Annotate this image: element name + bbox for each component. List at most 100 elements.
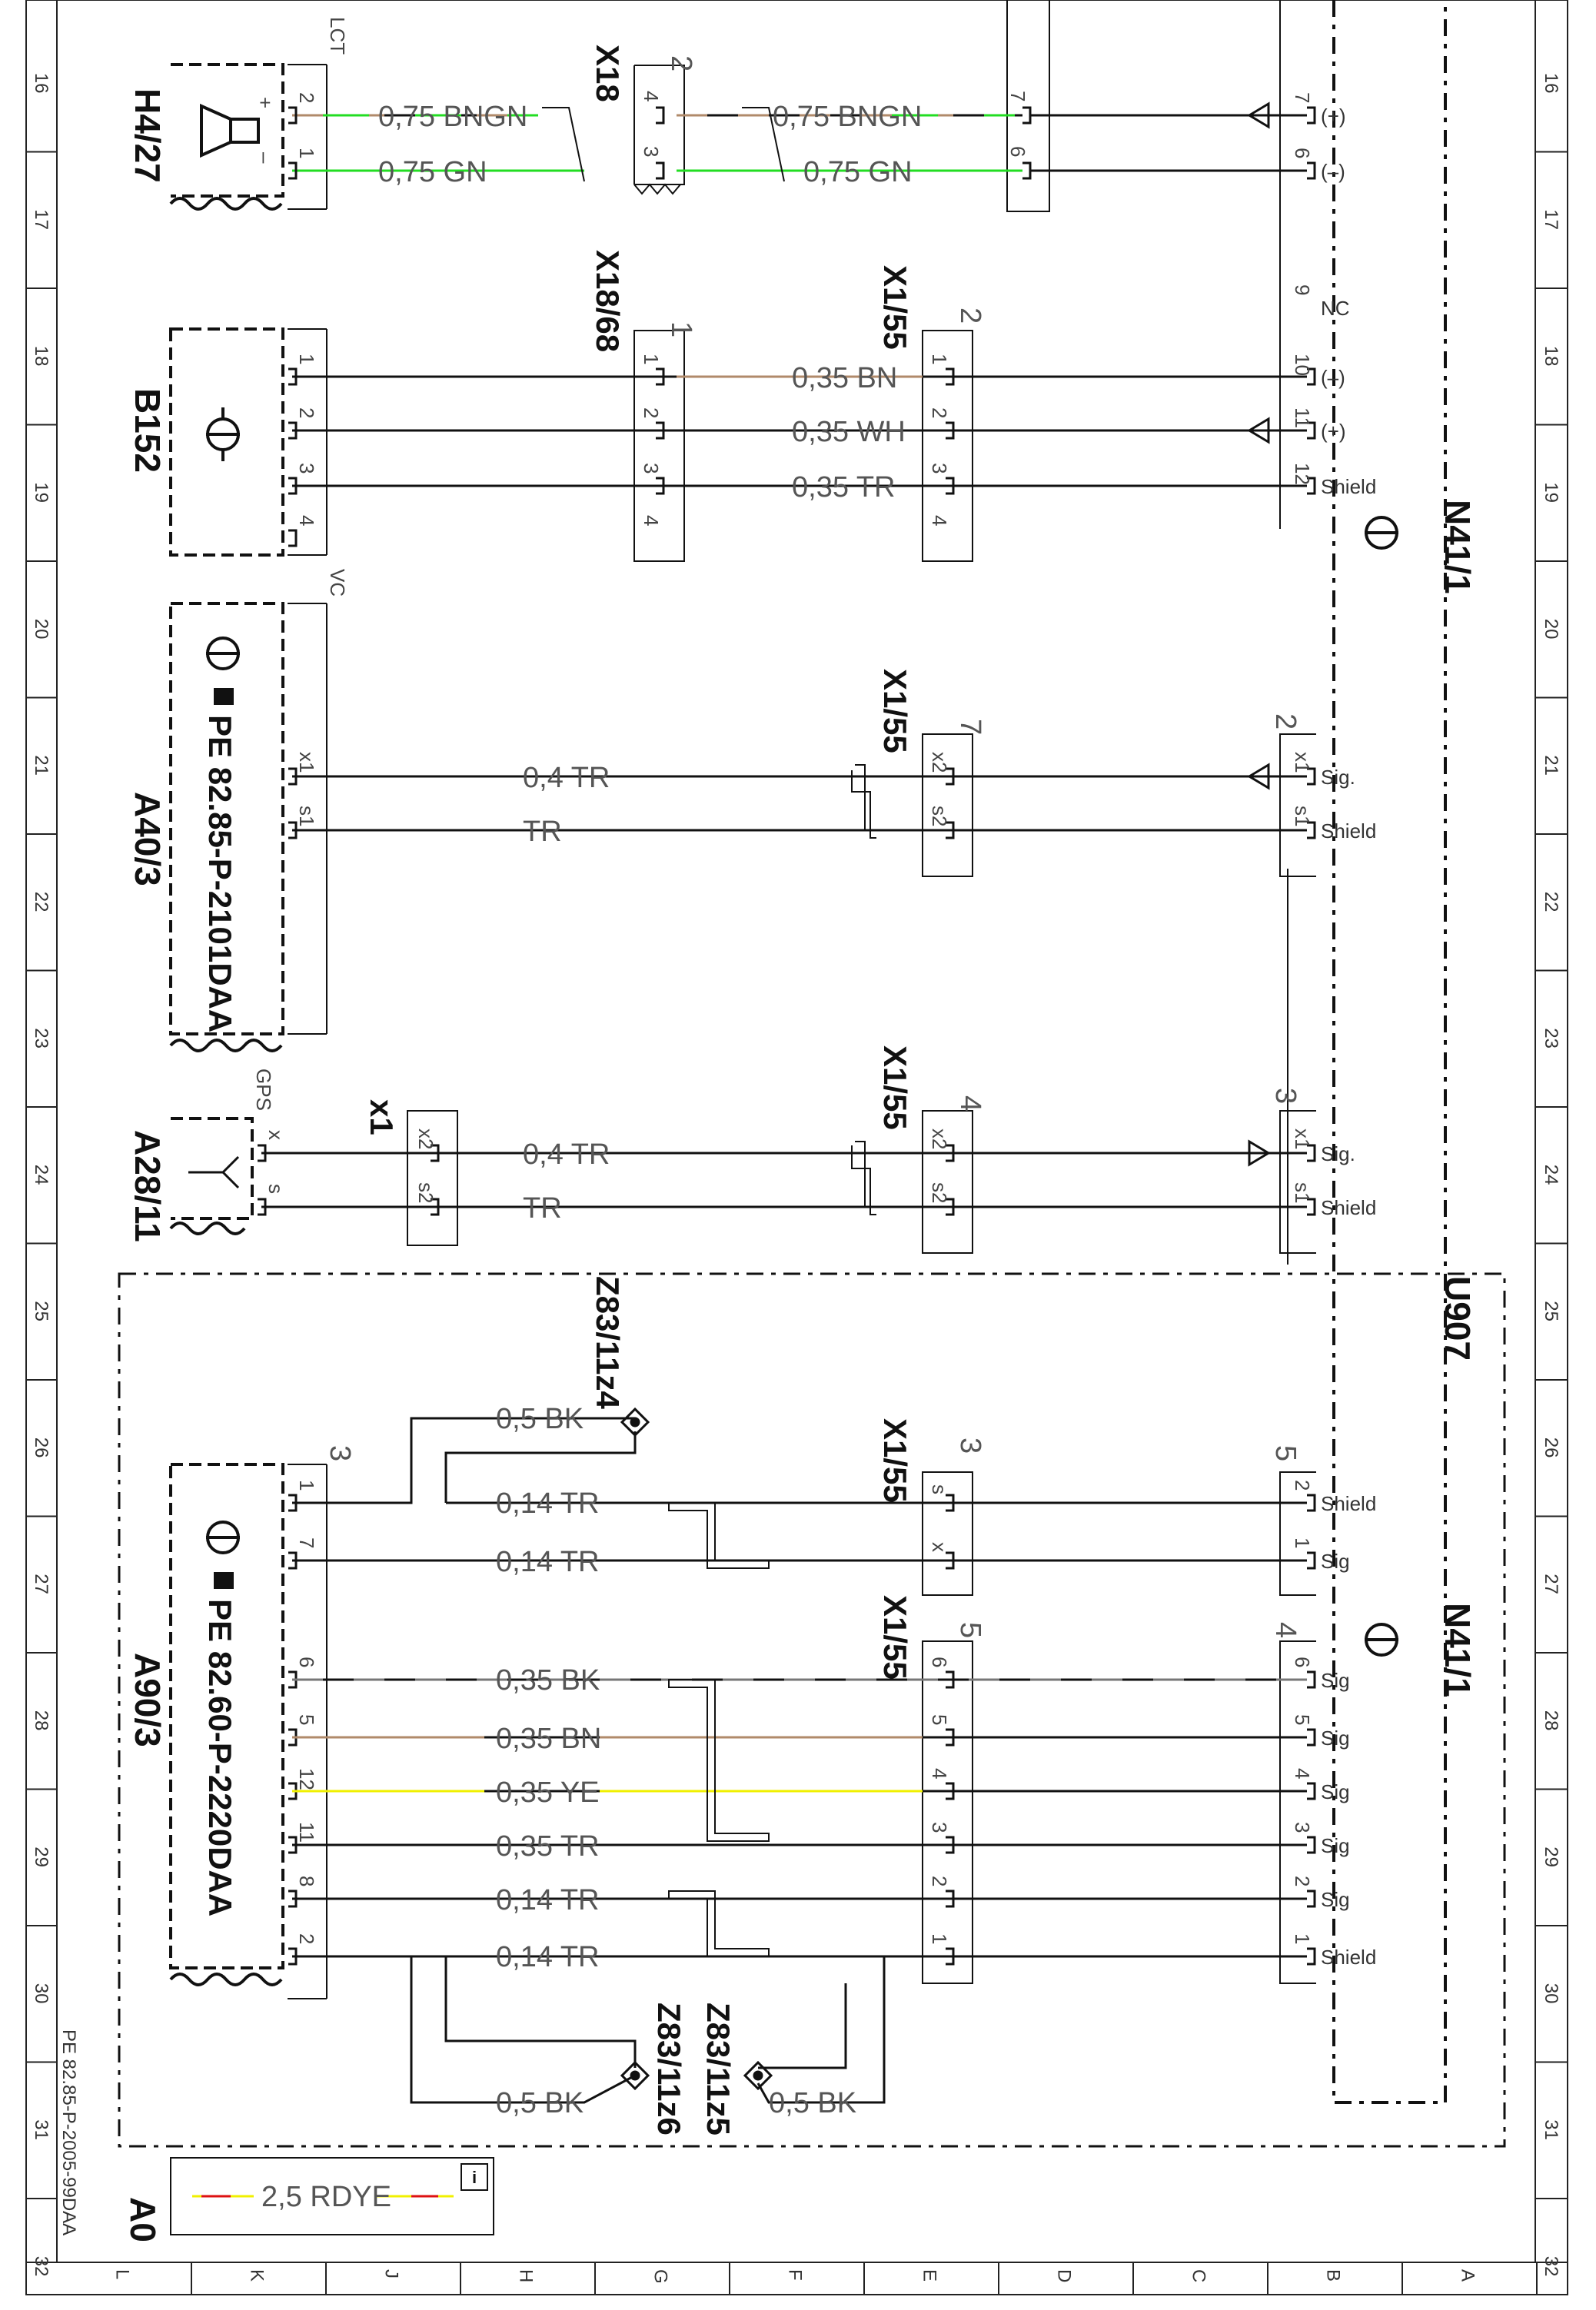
pin-label: 2 <box>928 407 951 418</box>
signal-label: NC <box>1321 297 1350 320</box>
x1-label: x1 <box>364 1099 400 1135</box>
grid-row-label-right: 22 <box>1541 892 1561 912</box>
grid-row-label-right: 24 <box>1541 1165 1561 1185</box>
grid-row-label-left: 31 <box>31 2119 52 2140</box>
pin-label: x <box>264 1130 288 1140</box>
grid-row-label-left: 30 <box>31 1983 52 2004</box>
signal-label: Sig. <box>1321 1142 1355 1165</box>
wire-h4-27-pin2-label: 0,75 BNGN <box>378 101 527 133</box>
grid-row-label-right: 25 <box>1541 1301 1561 1321</box>
grid-col-label: F <box>785 2269 806 2281</box>
grid-col-label: J <box>381 2269 402 2278</box>
pin-label: 7 <box>1291 92 1314 103</box>
signal-label: (–) <box>1321 366 1345 389</box>
pin-label: x1 <box>1291 752 1314 773</box>
transistor-icon <box>206 1521 240 1554</box>
pin-label: 12 <box>295 1768 318 1790</box>
pin-label: 6 <box>1006 146 1029 157</box>
signal-label: Shield <box>1321 819 1376 843</box>
grid-row-label-left: 22 <box>31 892 52 912</box>
pin-label: 2 <box>295 407 318 418</box>
n41-g2-group: 2 <box>1269 713 1302 730</box>
a40-3-ref: PE 82.85-P-2101DAA <box>202 715 238 1032</box>
pin-label: 5 <box>295 1714 318 1725</box>
pin-terminal <box>1307 367 1316 386</box>
n41-g4-group: 4 <box>1269 1622 1302 1638</box>
grid-row-label-right: 31 <box>1541 2119 1561 2140</box>
pin-terminal <box>288 106 298 125</box>
pin-label: 4 <box>640 91 663 101</box>
wire-b152-pin3-label: 0,35 TR <box>792 471 895 504</box>
x1-55-d-group: 3 <box>954 1438 986 1454</box>
pin-label: 6 <box>1291 148 1314 158</box>
pin-terminal <box>656 367 665 386</box>
n41-g3-group: 3 <box>1269 1088 1302 1104</box>
pin-terminal <box>1307 1836 1316 1854</box>
pin-terminal <box>1307 1947 1316 1966</box>
pin-label: 11 <box>295 1822 318 1843</box>
x1-55-c-group: 4 <box>954 1095 986 1112</box>
a40-3-tag: VC <box>326 569 349 597</box>
n41-bracket-g3 <box>1279 1110 1316 1254</box>
n41-g5-group: 5 <box>1269 1445 1302 1461</box>
n41-1-module-box <box>1332 0 1447 2104</box>
b152-sensor <box>169 327 328 557</box>
signal-label: Sig <box>1321 1780 1350 1803</box>
pin-terminal <box>1307 1728 1316 1747</box>
pin-label: 3 <box>295 463 318 474</box>
drawing-frame <box>25 0 1568 2295</box>
a90-3-module <box>169 1463 328 1999</box>
signal-label: Sig <box>1321 1834 1350 1857</box>
pin-label: s1 <box>1291 806 1314 826</box>
signal-label: (–) <box>1321 160 1345 183</box>
pin-label: 1 <box>295 1480 318 1491</box>
wire-shield-z5 <box>756 1955 923 2104</box>
connector-x1-55-d <box>922 1471 973 1596</box>
wire-shield-z5-label: 0,5 BK <box>769 2087 856 2119</box>
paper-size: A0 <box>123 2197 163 2242</box>
svg-text:i: i <box>472 2168 477 2187</box>
pin-label: 1 <box>1291 1933 1314 1944</box>
pin-label: 1 <box>928 354 951 364</box>
a90-3-label: A90/3 <box>128 1653 168 1747</box>
pin-terminal <box>1307 1782 1316 1800</box>
pin-label: 4 <box>1291 1768 1314 1779</box>
splice-z5-label: Z83/11z5 <box>700 2003 736 2136</box>
pin-label: 1 <box>1291 1537 1314 1548</box>
grid-row-label-right: 17 <box>1541 209 1561 230</box>
grid-col-label: C <box>1189 2269 1209 2282</box>
pin-label: 5 <box>1291 1714 1314 1725</box>
pin-label: 3 <box>640 146 663 157</box>
pin-label: 3 <box>928 1822 951 1833</box>
a40-3-label: A40/3 <box>128 792 168 886</box>
wire-a40-3-s1-label: TR <box>523 816 562 848</box>
splice-z5 <box>743 2060 773 2091</box>
wire-a28-11-x-label: 0,4 TR <box>523 1138 610 1171</box>
pin-label: 4 <box>928 1768 951 1779</box>
h4-27-tag: LCT <box>326 17 349 55</box>
signal-label: (+) <box>1321 420 1346 443</box>
grid-row-label-left: 19 <box>31 482 52 503</box>
sheet-id: PE 82.85-P-2005-99DAA <box>58 2029 79 2235</box>
grid-row-label-right: 23 <box>1541 1028 1561 1049</box>
pin-label: 7 <box>295 1537 318 1548</box>
info-icon[interactable]: i <box>461 2163 488 2191</box>
grid-row-label-right: 29 <box>1541 1846 1561 1867</box>
pin-terminal <box>1307 1890 1316 1908</box>
pin-label: x <box>928 1542 951 1552</box>
grid-row-label-left: 16 <box>31 73 52 94</box>
pin-terminal <box>1022 106 1032 125</box>
wire-a90-3-pin11-label: 0,35 TR <box>496 1830 599 1863</box>
wire-a90-3-pin1-label: 0,14 TR <box>496 1487 599 1520</box>
transistor-icon <box>1365 516 1398 1657</box>
pin-label: 11 <box>1291 407 1314 428</box>
pin-terminal <box>1022 161 1032 180</box>
pin-terminal <box>288 161 298 180</box>
grid-row-label-left: 29 <box>31 1846 52 1867</box>
grid-row-label-right: 19 <box>1541 482 1561 503</box>
legend-sample-label: 2,5 RDYE <box>261 2181 391 2213</box>
